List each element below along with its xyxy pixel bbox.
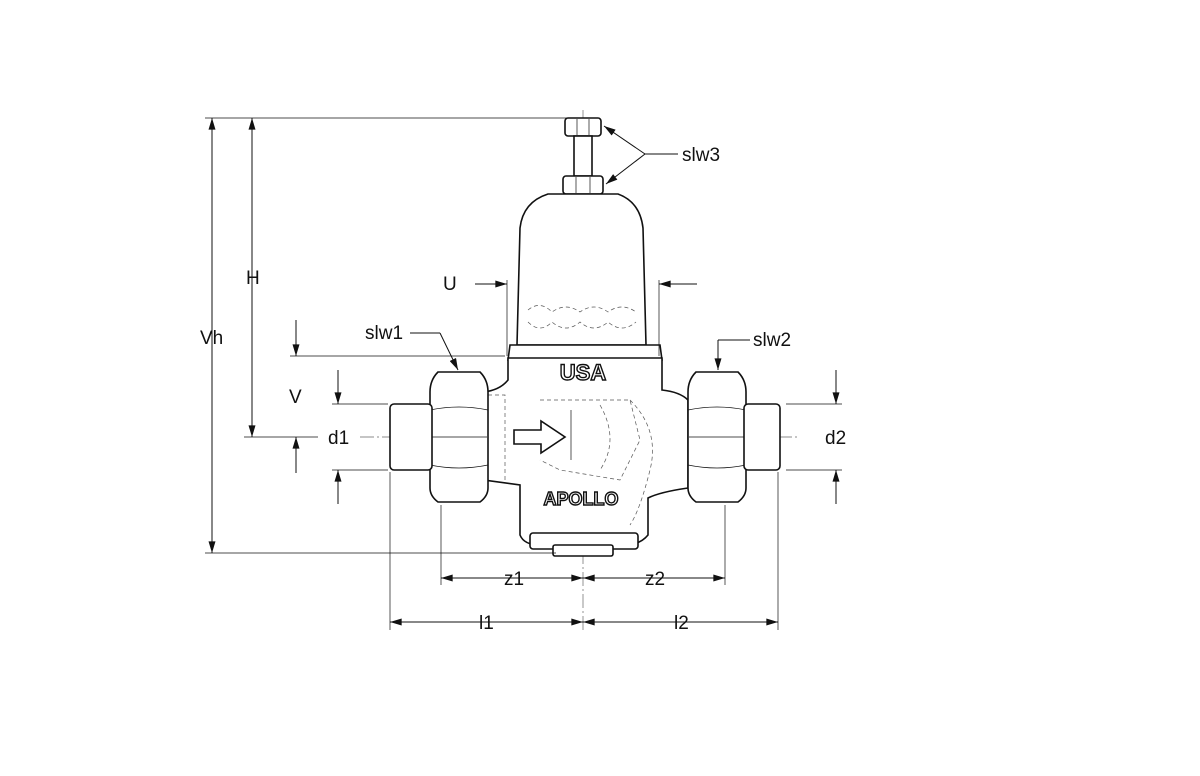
label-v: V: [289, 387, 302, 408]
leader-lines: [410, 125, 750, 371]
label-u: U: [443, 274, 457, 295]
label-l2: l2: [674, 613, 689, 634]
label-h: H: [246, 268, 260, 289]
label-vh: Vh: [200, 328, 223, 349]
valve-body: [389, 117, 781, 557]
extension-lines: [205, 117, 842, 630]
label-z2: z2: [645, 569, 665, 590]
cast-mark-apollo: APOLLO: [544, 489, 619, 509]
label-d2: d2: [825, 428, 846, 449]
label-d1: d1: [328, 428, 349, 449]
label-slw1: slw1: [365, 323, 403, 344]
dimension-labels: slw3 slw1 slw2 H U Vh V d1 d2 z1 z2 l1 l…: [200, 145, 846, 634]
dimension-lines: [208, 118, 840, 626]
label-z1: z1: [504, 569, 524, 590]
cast-mark-usa: USA: [560, 360, 607, 385]
label-slw3: slw3: [682, 145, 720, 166]
label-l1: l1: [479, 613, 494, 634]
label-slw2: slw2: [753, 330, 791, 351]
